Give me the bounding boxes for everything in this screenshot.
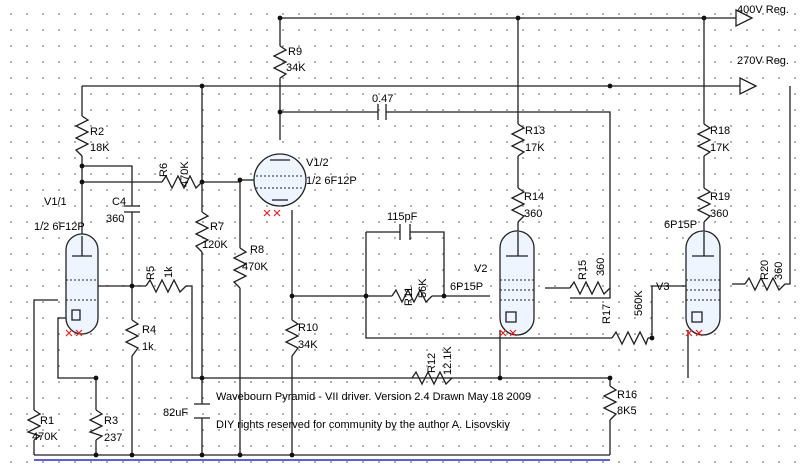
tube-v2 bbox=[499, 230, 535, 337]
r6-value: 470K bbox=[179, 161, 191, 187]
r15-name: R15 bbox=[577, 260, 589, 280]
c-82uf-value: 82uF bbox=[163, 407, 188, 419]
c-047-capacitor bbox=[377, 104, 387, 120]
r10-value: 34K bbox=[298, 339, 318, 351]
r14-value: 360 bbox=[524, 208, 542, 220]
r16-value: 8K5 bbox=[617, 405, 637, 417]
rail-270v bbox=[82, 76, 758, 96]
tube-v2-type: 6P15P bbox=[450, 281, 483, 293]
r13-value: 17K bbox=[525, 142, 545, 154]
junction-dots bbox=[79, 15, 707, 458]
r2-value: 18K bbox=[90, 142, 110, 154]
tube-v3-name: V3 bbox=[656, 281, 669, 293]
r9-value: 34K bbox=[286, 62, 306, 74]
caption-line-1: Wavebourn Pyramid - VII driver. Version … bbox=[216, 391, 531, 403]
c4-name: C4 bbox=[112, 196, 126, 208]
r4-value: 1k bbox=[142, 341, 154, 353]
r13-resistor bbox=[510, 123, 526, 157]
r1-resistor bbox=[26, 409, 42, 441]
r19-name: R19 bbox=[710, 191, 730, 203]
c4-value: 360 bbox=[106, 213, 124, 225]
r18-resistor bbox=[696, 123, 712, 157]
tube-v11-type: 1/2 6F12P bbox=[34, 221, 85, 233]
r16-resistor bbox=[602, 385, 618, 421]
r10-resistor bbox=[284, 319, 300, 357]
r1-name: R1 bbox=[40, 415, 54, 427]
r10-name: R10 bbox=[298, 322, 318, 334]
tube-v2-name: V2 bbox=[474, 263, 487, 275]
r15-value: 360 bbox=[595, 258, 607, 276]
c-047-value: 0.47 bbox=[372, 93, 393, 105]
tube-v3-type: 6P15P bbox=[664, 219, 697, 231]
r20-value: 360 bbox=[773, 262, 785, 280]
r11-name: R11 bbox=[403, 287, 415, 306]
c-115pf-value: 115pF bbox=[387, 211, 418, 223]
r12-value: 12.1K bbox=[442, 346, 454, 375]
r5-name: R5 bbox=[145, 266, 157, 280]
r17-name: R17 bbox=[601, 304, 613, 324]
r11-value: 56K bbox=[417, 278, 429, 298]
r12-name: R12 bbox=[426, 353, 438, 373]
wires-v3 bbox=[687, 18, 791, 378]
r1-value: 470K bbox=[32, 431, 58, 443]
tube-v12-type: 1/2 6F12P bbox=[306, 175, 357, 187]
r14-name: R14 bbox=[524, 191, 544, 203]
r5-value: 1k bbox=[163, 266, 175, 278]
r2-resistor bbox=[74, 115, 90, 157]
r16-name: R16 bbox=[617, 389, 637, 401]
r3-resistor bbox=[88, 409, 104, 441]
r8-resistor bbox=[232, 247, 248, 289]
r4-name: R4 bbox=[142, 324, 156, 336]
r9-resistor bbox=[272, 45, 288, 79]
r13-name: R13 bbox=[525, 125, 545, 137]
tube-v12-name: V1/2 bbox=[306, 157, 329, 169]
supply-400v-label: 400V Reg. bbox=[737, 4, 789, 16]
tube-v3 bbox=[685, 230, 721, 337]
supply-270v-label: 270V Reg. bbox=[737, 55, 789, 67]
r15-resistor bbox=[569, 280, 611, 296]
r3-name: R3 bbox=[104, 415, 118, 427]
r3-value: 237 bbox=[104, 432, 122, 444]
r6-name: R6 bbox=[158, 163, 170, 177]
c-115pf-capacitor bbox=[399, 224, 411, 240]
r7-resistor bbox=[194, 211, 210, 253]
r17-resistor bbox=[611, 330, 649, 346]
r6-resistor bbox=[161, 174, 203, 190]
tube-v11-name: V1/1 bbox=[44, 196, 67, 208]
wires-v11 bbox=[33, 86, 610, 455]
wires-v12 bbox=[240, 18, 611, 455]
tube-v12 bbox=[253, 153, 307, 217]
r17-value: 560K bbox=[633, 290, 645, 316]
r8-name: R8 bbox=[250, 244, 264, 256]
r9-name: R9 bbox=[288, 46, 302, 58]
r18-value: 17K bbox=[710, 142, 730, 154]
c-82uf-capacitor bbox=[194, 403, 210, 419]
r7-name: R7 bbox=[210, 221, 224, 233]
r20-name: R20 bbox=[759, 260, 771, 280]
r18-name: R18 bbox=[710, 125, 730, 137]
r19-resistor bbox=[696, 187, 712, 223]
tube-v11 bbox=[65, 233, 99, 337]
rail-400v bbox=[280, 8, 754, 28]
r19-value: 360 bbox=[710, 208, 728, 220]
r7-value: 120K bbox=[202, 239, 228, 251]
r11-resistor bbox=[391, 288, 433, 304]
r12-resistor bbox=[411, 370, 453, 386]
caption-line-2: DIY rights reserved for community by the… bbox=[216, 419, 510, 431]
r4-resistor bbox=[124, 319, 140, 357]
r14-resistor bbox=[510, 187, 526, 223]
r5-resistor bbox=[145, 278, 187, 294]
r2-name: R2 bbox=[90, 126, 104, 138]
c4-capacitor bbox=[124, 205, 140, 222]
r8-value: 470K bbox=[242, 261, 268, 273]
r20-resistor bbox=[744, 276, 786, 292]
